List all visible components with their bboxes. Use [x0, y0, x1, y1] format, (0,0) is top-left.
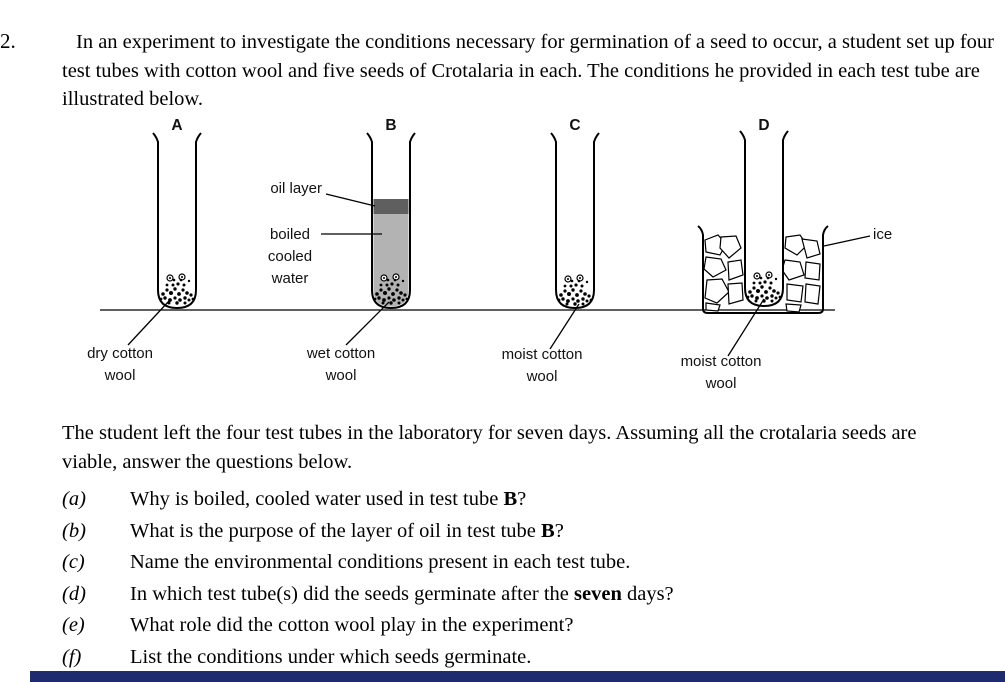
test-tube-b — [366, 132, 416, 309]
subquestion-c-label: (c) — [62, 551, 85, 574]
tube-label-b: B — [385, 117, 396, 134]
subquestion-f-label: (f) — [62, 645, 82, 668]
subquestion-c: (c) Name the environmental conditions pr… — [62, 547, 972, 579]
tube-label-d: D — [758, 117, 769, 134]
subquestion-b-text: What is the purpose of the layer of oil … — [130, 519, 564, 542]
subquestion-f: (f) List the conditions under which seed… — [62, 642, 972, 674]
ice-label: ice — [873, 226, 892, 243]
subquestion-b: (b) What is the purpose of the layer of … — [62, 516, 972, 548]
caption-c-leader — [549, 303, 580, 350]
subquestion-a: (a) Why is boiled, cooled water used in … — [62, 484, 972, 516]
caption-c-line2: wool — [526, 368, 558, 385]
question-number: 2. — [0, 29, 16, 53]
tube-label-c: C — [569, 117, 580, 134]
subquestion-a-label: (a) — [62, 488, 86, 510]
water-column — [373, 214, 409, 307]
subquestion-f-text: List the conditions under which seeds ge… — [130, 645, 532, 668]
water-label-line2: cooled — [268, 248, 312, 265]
water-label-line3: water — [271, 270, 309, 287]
oil-layer-label: oil layer — [270, 180, 322, 197]
caption-a-line1: dry cotton — [87, 345, 153, 362]
subquestion-e-label: (e) — [62, 614, 85, 637]
oil-layer — [373, 199, 409, 214]
caption-b-line1: wet cotton — [306, 345, 375, 362]
ice-leader-line — [823, 235, 871, 247]
subquestion-e-text: What role did the cotton wool play in th… — [130, 614, 574, 637]
subquestion-d: (d) In which test tube(s) did the seeds … — [62, 579, 972, 611]
test-tube-d — [739, 130, 789, 307]
caption-a-leader — [127, 300, 170, 346]
caption-d-leader — [727, 298, 765, 357]
subquestion-b-label: (b) — [62, 519, 86, 542]
subquestion-c-text: Name the environmental conditions presen… — [130, 551, 631, 574]
subquestion-d-label: (d) — [62, 582, 86, 605]
subquestion-e: (e) What role did the cotton wool play i… — [62, 610, 972, 642]
diagram-container: A B C D — [60, 112, 960, 412]
subquestion-a-text: Why is boiled, cooled water used in test… — [130, 488, 527, 510]
water-label-line1: boiled — [270, 226, 310, 243]
subquestion-d-text: In which test tube(s) did the seeds germ… — [130, 582, 674, 605]
ice-beaker — [697, 225, 829, 314]
caption-d-line2: wool — [705, 375, 737, 392]
subquestion-list: (a) Why is boiled, cooled water used in … — [62, 484, 972, 674]
question-intro: In an experiment to investigate the cond… — [62, 31, 994, 110]
caption-d-line1: moist cotton — [681, 353, 762, 370]
bottom-divider-bar — [30, 671, 1005, 682]
oil-leader-line — [325, 193, 376, 207]
caption-c-line1: moist cotton — [502, 346, 583, 363]
test-tube-a — [152, 132, 202, 309]
caption-b-line2: wool — [325, 367, 357, 384]
question-middle-text: The student left the four test tubes in … — [62, 422, 917, 473]
caption-b-leader — [345, 301, 390, 346]
caption-a-line2: wool — [104, 367, 136, 384]
ice-chunks — [703, 234, 821, 313]
test-tube-c — [550, 132, 600, 309]
experiment-diagram: A B C D — [87, 117, 892, 392]
tube-label-a: A — [171, 117, 182, 134]
